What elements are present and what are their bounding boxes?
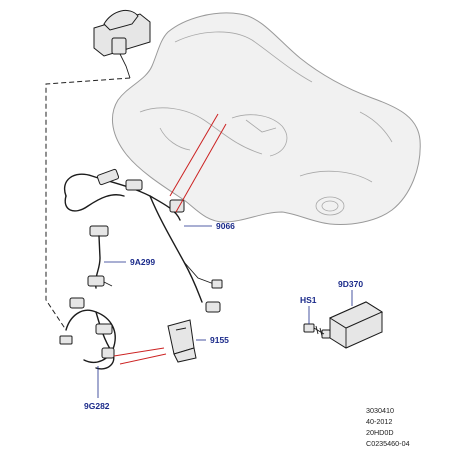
module-9D370 bbox=[321, 301, 384, 349]
ref-code-2: 40-2012 bbox=[366, 417, 392, 426]
ref-code-4: C0235460-04 bbox=[366, 439, 410, 448]
dashed-guide-line bbox=[45, 77, 131, 331]
fuel-pump-module bbox=[93, 9, 151, 79]
callout-9155: 9155 bbox=[210, 335, 229, 345]
reference-codes: 3030410 40-2012 20HD0D C0235460-04 bbox=[366, 406, 410, 448]
callout-9G282: 9G282 bbox=[84, 401, 110, 411]
red-pointer-lines bbox=[113, 113, 227, 365]
callout-9D370: 9D370 bbox=[338, 279, 363, 289]
callout-9A299: 9A299 bbox=[130, 257, 155, 267]
callout-HS1: HS1 bbox=[300, 295, 317, 305]
callout-leaders bbox=[97, 225, 353, 398]
ref-code-1: 3030410 bbox=[366, 406, 394, 415]
ref-code-3: 20HD0D bbox=[366, 428, 394, 437]
harness-9066 bbox=[63, 168, 223, 313]
harness-9A299 bbox=[87, 225, 113, 289]
fuel-tank bbox=[111, 12, 421, 225]
bracket-9155 bbox=[167, 319, 197, 363]
screw-HS1 bbox=[303, 323, 325, 337]
harness-9G282 bbox=[59, 297, 116, 370]
callout-9066: 9066 bbox=[216, 221, 235, 231]
